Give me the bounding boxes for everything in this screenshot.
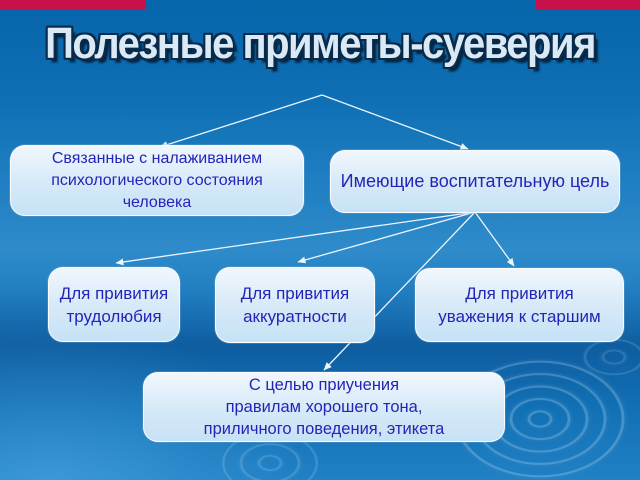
water-ripple-decoration-small [582, 338, 640, 376]
node-diligence-box: Для привития трудолюбия [48, 267, 180, 342]
node-etiquette-box: С целью приучения правилам хорошего тона… [143, 372, 505, 442]
connector-title-edu [321, 94, 469, 150]
node-respect-elders-box: Для привития уважения к старшим [415, 268, 624, 342]
slide-title: Полезные приметы-суеверия [45, 20, 596, 68]
top-right-red-strip [536, 0, 640, 10]
connector-title-psych [159, 94, 323, 149]
top-left-red-strip [0, 0, 146, 10]
node-educational-goal-box: Имеющие воспитательную цель [330, 150, 620, 213]
node-psychological-state-box: Связанные с налаживанием психологическог… [10, 145, 304, 216]
connector-edu-neat [297, 211, 476, 264]
connector-edu-respect [474, 211, 515, 267]
connector-edu-work [115, 211, 476, 266]
node-neatness-box: Для привития аккуратности [215, 267, 375, 343]
